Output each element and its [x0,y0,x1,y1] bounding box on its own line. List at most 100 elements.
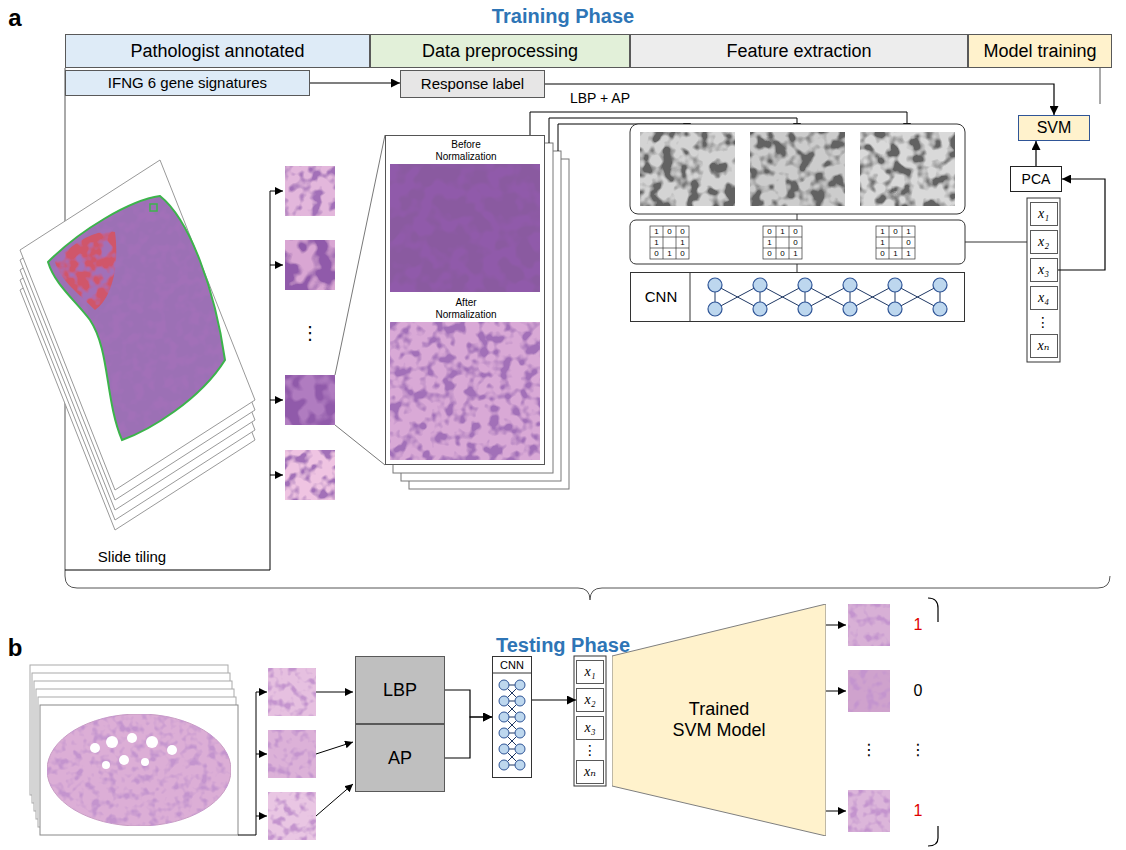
tissue-tile [268,668,316,840]
binary-grid [876,226,915,259]
tissue-section [106,736,118,748]
node-text: Data preprocessing [422,41,578,62]
feature-map-panel [630,124,965,214]
network-symbol [499,696,509,706]
tissue-section [102,761,110,769]
matrix-cell: 0 [893,228,897,236]
link-line [797,264,798,272]
network-symbol [753,302,767,316]
feature-map-panel [750,132,845,206]
label-box: Response label [400,70,545,98]
input-arrow [316,692,353,816]
node-text: SVM [1037,119,1072,137]
tissue-tile [285,240,335,290]
phase-title: Training Phase [492,6,634,26]
feature-cell: x₃ [1030,258,1058,282]
glass-slide [20,160,255,530]
output-arrow [826,811,846,812]
vector-frame [574,656,606,786]
node-text: x₃ [584,720,595,736]
output-arrow [826,625,846,626]
node-text: xₙ [584,764,596,780]
binary-grid [650,226,689,259]
output-value: 1 [914,803,923,819]
matrix-cell: 1 [793,250,797,258]
network-symbol [515,728,525,738]
pca-box: PCA [1010,166,1062,192]
matrix-cell: 1 [667,250,671,258]
feature-cell: xₙ [576,760,604,784]
network-symbol [708,302,722,316]
matrix-cell: 0 [667,228,671,236]
glass-slide [40,705,238,835]
matrix-cell: 1 [906,228,910,236]
feature-cell: x₁ [576,660,604,684]
tissue-section [47,714,231,826]
network-symbol [888,278,902,292]
tissue-tile [285,166,335,500]
binary-grid [650,226,915,259]
tissue-section [48,196,225,440]
pattern-panel [630,220,965,264]
tissue-image [390,164,540,460]
phase-header: Feature extraction [630,34,968,68]
connector-arrow [445,717,492,758]
network-symbol [499,680,509,690]
ellipsis: ⋮ [861,742,877,758]
network-symbol [492,673,532,770]
connector-arrow [532,699,576,700]
tissue-section [48,196,225,440]
binary-grid [876,226,915,259]
matrix-cell: 1 [654,239,658,247]
vector-frame [1027,198,1060,362]
network-symbol [499,744,509,754]
tissue-section [167,745,177,755]
node-text: Model training [983,41,1096,62]
link-line [797,214,798,220]
network-symbol [515,760,525,770]
normalization-stack: Before NormalizationAfter Normalization [385,135,545,465]
node-text: PCA [1022,171,1051,187]
node-text: x₄ [1038,290,1049,306]
matrix-cell: 1 [780,228,784,236]
feature-cell: x₃ [576,716,604,740]
ellipsis: ⋮ [1036,315,1050,329]
matrix-cell: 1 [880,228,884,236]
network-symbol [515,680,525,690]
node-text: x₂ [584,692,595,708]
phase-header: Model training [968,34,1112,68]
brace [928,826,938,846]
image-frame [385,135,569,489]
matrix-cell: 1 [893,250,897,258]
matrix-cell: 1 [767,239,771,247]
matrix-cell: 1 [906,250,910,258]
tiling-line [256,816,267,817]
network-symbol [798,278,812,292]
node-text: x₁ [1038,206,1049,222]
node-text: x₂ [1038,234,1049,250]
binary-grid [763,226,802,259]
phase-title: Testing Phase [496,635,630,655]
feature-cell: x₄ [1030,286,1058,310]
feature-cell: x₂ [1030,230,1058,254]
tissue-section [146,736,158,748]
feature-cell: x₂ [576,688,604,712]
node-text: After Normalization [426,297,506,320]
tissue-tile [268,668,316,716]
feature-cell: xₙ [1030,334,1058,358]
descriptor-box: AP [355,724,445,792]
tiling-line [270,191,283,192]
matrix-cell: 0 [654,250,658,258]
binary-grid [763,226,802,259]
node-text: xₙ [1038,338,1050,354]
connector-arrow [310,82,400,83]
tissue-section [90,743,100,753]
vector-frame [1027,198,1060,362]
input-arrow [316,742,353,754]
network-symbol [690,272,691,322]
matrix-cell: 1 [680,239,684,247]
model-trapezoid: Trained SVM Model [612,604,826,836]
network-symbol [499,760,509,770]
node-text: IFNG 6 gene signatures [108,74,267,91]
feature-map-panel [640,132,735,206]
